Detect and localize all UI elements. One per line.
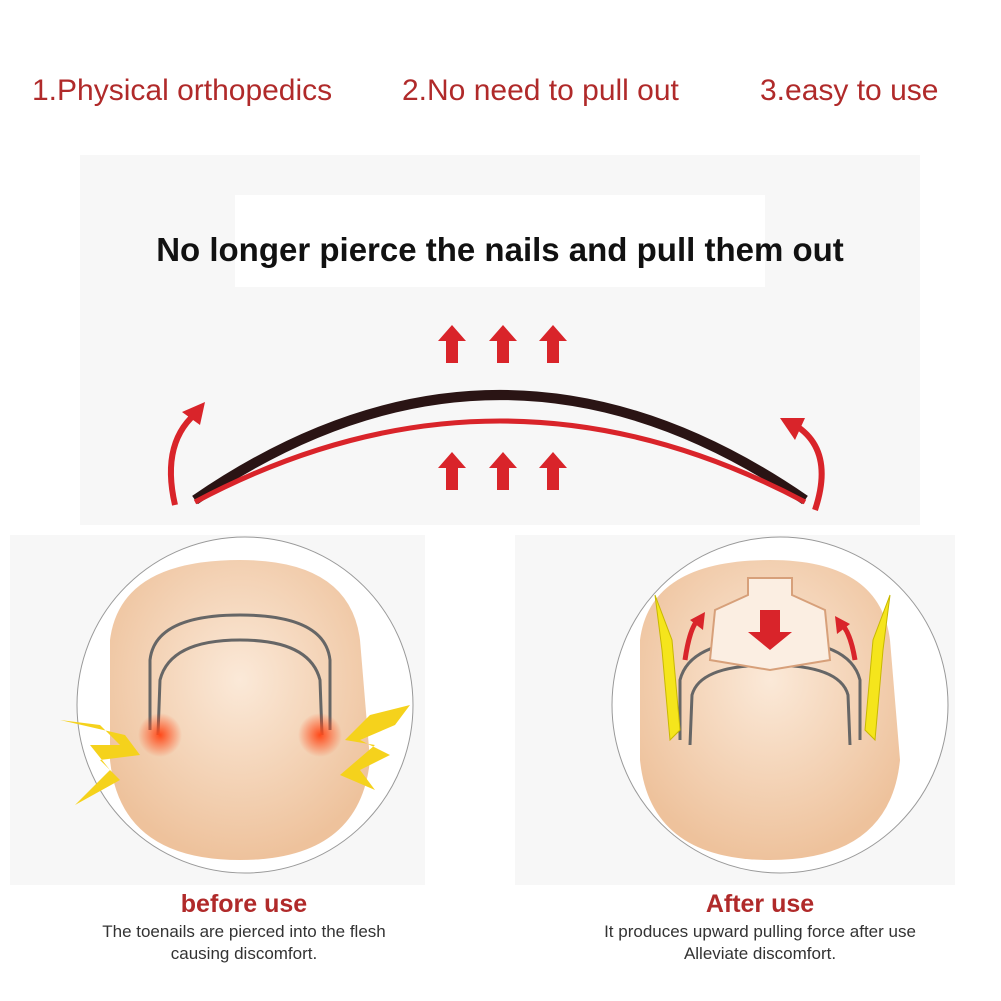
up-arrows-icon [438, 325, 567, 490]
lift-wire-left [654, 594, 681, 742]
before-line2: causing discomfort. [170, 944, 318, 963]
nail-arc [192, 390, 808, 505]
toe-before [110, 560, 370, 860]
before-title: before use [180, 890, 308, 918]
pain-bolt-icon [60, 720, 140, 805]
down-arrow-icon [748, 610, 792, 650]
feature-2: 2.No need to pull out [402, 74, 679, 107]
before-caption: before use The toenails are pierced into… [44, 890, 444, 965]
after-caption: After use It produces upward pulling for… [560, 890, 960, 965]
curved-arrow-left-icon [167, 407, 202, 506]
pain-bolt-icon [340, 705, 410, 790]
headline: No longer pierce the nails and pull them… [156, 231, 844, 268]
after-line1: It produces upward pulling force after u… [604, 922, 916, 941]
after-line2: Alleviate discomfort. [683, 944, 837, 963]
before-line1: The toenails are pierced into the flesh [102, 922, 386, 941]
lift-wire-right [864, 594, 891, 742]
curved-arrow-right-icon [793, 422, 825, 511]
feature-3: 3.easy to use [760, 74, 939, 107]
after-title: After use [705, 890, 815, 918]
headline-box: No longer pierce the nails and pull them… [156, 195, 844, 287]
feature-1: 1.Physical orthopedics [32, 74, 333, 107]
toe-after [640, 560, 900, 860]
